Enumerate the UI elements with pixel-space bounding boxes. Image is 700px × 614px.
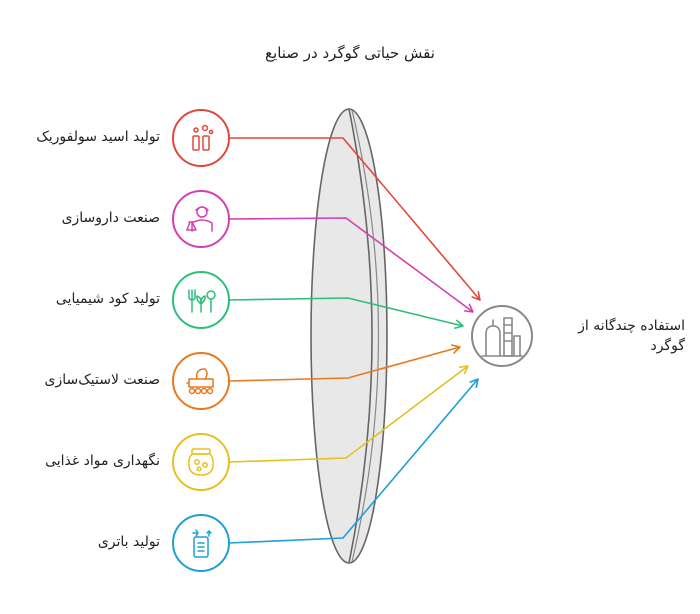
target-node bbox=[471, 305, 533, 367]
pharmacist-icon bbox=[186, 206, 213, 232]
connector-line bbox=[228, 346, 461, 382]
diagram-title: نقش حیاتی گوگرد در صنایع bbox=[265, 44, 435, 62]
source-node bbox=[172, 433, 230, 491]
fertilizer-plant-icon bbox=[188, 289, 216, 313]
source-label: صنعت داروسازی bbox=[61, 210, 160, 226]
industrial-plant-icon bbox=[481, 317, 523, 357]
rubber-industry-icon bbox=[186, 368, 214, 395]
source-node bbox=[172, 352, 230, 410]
source-node bbox=[172, 514, 230, 572]
connector-line bbox=[228, 217, 474, 313]
battery-icon bbox=[192, 529, 212, 558]
source-label: صنعت لاستیک‌سازی bbox=[44, 372, 160, 388]
source-label: نگهداری مواد غذایی bbox=[45, 453, 160, 469]
arrowhead bbox=[471, 291, 481, 301]
food-jar-icon bbox=[188, 448, 214, 476]
source-node bbox=[172, 109, 230, 167]
lens-shape bbox=[310, 108, 388, 564]
connector-line bbox=[229, 137, 481, 301]
arrowhead bbox=[454, 319, 464, 330]
connector-line bbox=[228, 365, 469, 463]
source-node bbox=[172, 271, 230, 329]
source-label: تولید باتری bbox=[97, 534, 160, 550]
connector-line bbox=[228, 297, 464, 327]
source-label: تولید اسید سولفوریک bbox=[36, 129, 160, 145]
arrowhead bbox=[469, 378, 479, 388]
arrowhead bbox=[463, 303, 474, 313]
target-label: استفاده چندگانه از گوگرد bbox=[578, 318, 685, 354]
arrowhead bbox=[458, 365, 469, 375]
connector-line bbox=[228, 378, 479, 544]
arrowhead bbox=[451, 344, 461, 354]
source-node bbox=[172, 190, 230, 248]
sulfuric-acid-icon bbox=[192, 124, 214, 151]
source-label: تولید کود شیمیایی bbox=[55, 291, 160, 307]
